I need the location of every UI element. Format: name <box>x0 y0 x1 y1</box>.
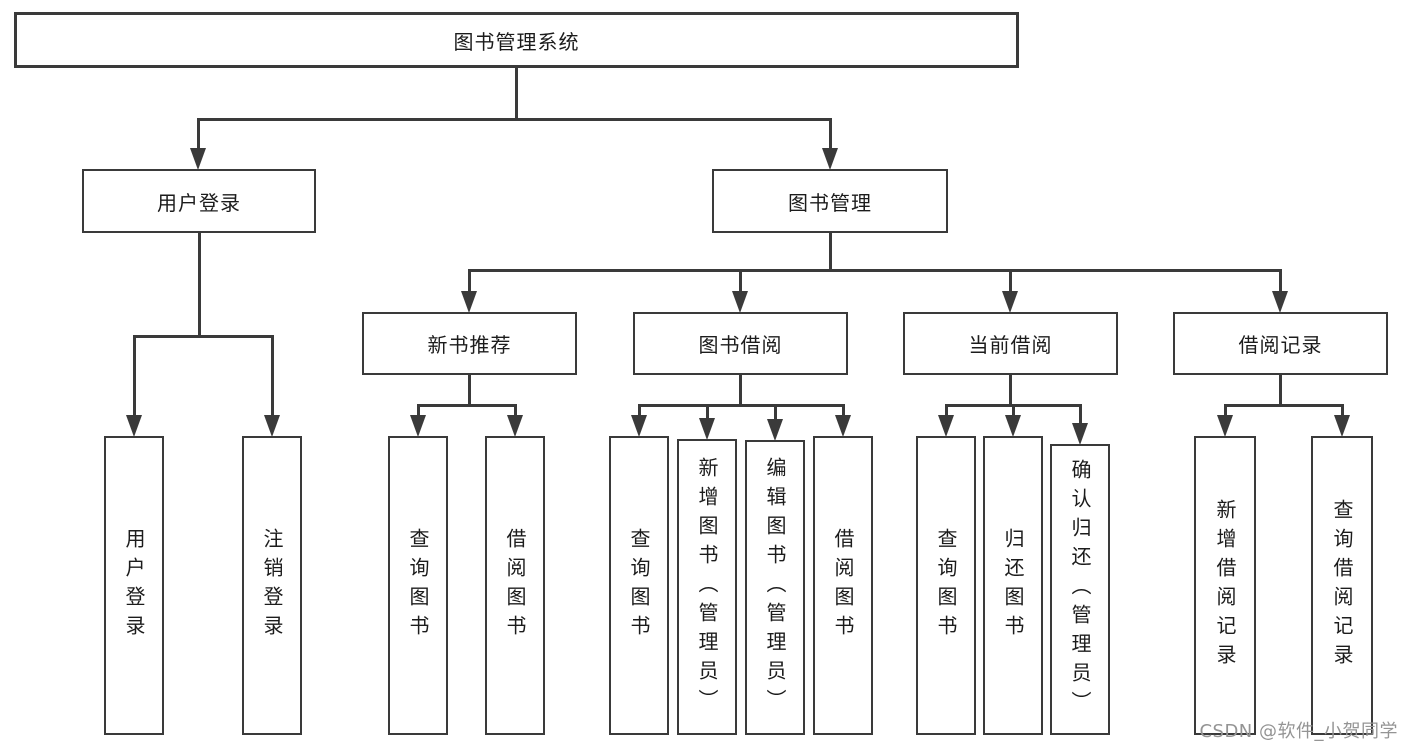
connector-stub <box>841 404 845 417</box>
node-new-book-recommendation: 新书推荐 <box>362 312 577 375</box>
node-query-books: 查询图书 <box>388 436 448 735</box>
node-library-management-system: 图书管理系统 <box>14 12 1019 68</box>
arrow-down-icon <box>1217 415 1233 437</box>
node-return-books: 归还图书 <box>983 436 1043 735</box>
arrow-down-icon <box>1072 423 1088 445</box>
connector-bus-records <box>1223 404 1343 407</box>
arrow-down-icon <box>1005 415 1021 437</box>
node-confirm-return-admin: 确认归还（管理员） <box>1050 444 1110 735</box>
watermark-text: CSDN @软件_小贺同学 <box>1199 721 1398 742</box>
arrow-down-icon <box>461 291 477 313</box>
arrow-down-icon <box>1334 415 1350 437</box>
node-book-management: 图书管理 <box>712 169 948 233</box>
connector-stub <box>705 404 709 418</box>
connector-stub <box>513 404 517 417</box>
connector-stub <box>467 269 471 293</box>
arrow-down-icon <box>1272 291 1288 313</box>
node-logout: 注销登录 <box>242 436 302 735</box>
connector-stub <box>132 335 136 417</box>
arrow-down-icon <box>699 418 715 440</box>
connector-stub <box>828 118 832 151</box>
connector-stub <box>1340 404 1344 417</box>
node-add-books-admin: 新增图书（管理员） <box>677 439 737 735</box>
connector-stub <box>773 404 777 419</box>
connector-drop <box>1008 375 1012 407</box>
connector-bus-borrowing <box>637 404 845 407</box>
connector-bus-level1 <box>196 118 832 121</box>
node-current-borrowing: 当前借阅 <box>903 312 1118 375</box>
connector-stub <box>416 404 420 417</box>
node-query-borrow-record: 查询借阅记录 <box>1311 436 1373 735</box>
node-add-borrow-record: 新增借阅记录 <box>1194 436 1256 735</box>
connector-drop <box>828 232 832 272</box>
node-borrow-books: 借阅图书 <box>485 436 545 735</box>
connector-stub <box>1278 269 1282 293</box>
arrow-down-icon <box>767 419 783 441</box>
arrow-down-icon <box>835 415 851 437</box>
arrow-down-icon <box>732 291 748 313</box>
connector-bus-user-login <box>132 335 274 338</box>
connector-drop <box>738 375 742 407</box>
arrow-down-icon <box>1002 291 1018 313</box>
connector-root-drop <box>515 68 518 121</box>
node-query-books: 查询图书 <box>609 436 669 735</box>
node-query-books: 查询图书 <box>916 436 976 735</box>
connector-stub <box>1078 404 1082 424</box>
node-user-login: 用户登录 <box>82 169 316 233</box>
node-borrowing-records: 借阅记录 <box>1173 312 1388 375</box>
connector-drop <box>1278 375 1282 407</box>
node-edit-books-admin: 编辑图书（管理员） <box>745 440 805 735</box>
connector-stub <box>1008 269 1012 293</box>
arrow-down-icon <box>822 148 838 170</box>
arrow-down-icon <box>410 415 426 437</box>
connector-stub <box>1011 404 1015 417</box>
connector-stub <box>944 404 948 417</box>
connector-drop <box>197 232 201 338</box>
arrow-down-icon <box>507 415 523 437</box>
arrow-down-icon <box>190 148 206 170</box>
connector-stub <box>1223 404 1227 417</box>
connector-bus-book-management <box>467 269 1282 272</box>
arrow-down-icon <box>938 415 954 437</box>
connector-stub <box>196 118 200 151</box>
connector-stub <box>738 269 742 293</box>
connector-stub <box>637 404 641 417</box>
arrow-down-icon <box>264 415 280 437</box>
connector-drop <box>467 375 471 407</box>
connector-bus-new-book <box>416 404 517 407</box>
arrow-down-icon <box>631 415 647 437</box>
node-user-login-action: 用户登录 <box>104 436 164 735</box>
node-borrow-books: 借阅图书 <box>813 436 873 735</box>
node-book-borrowing: 图书借阅 <box>633 312 848 375</box>
arrow-down-icon <box>126 415 142 437</box>
connector-stub <box>270 335 274 417</box>
